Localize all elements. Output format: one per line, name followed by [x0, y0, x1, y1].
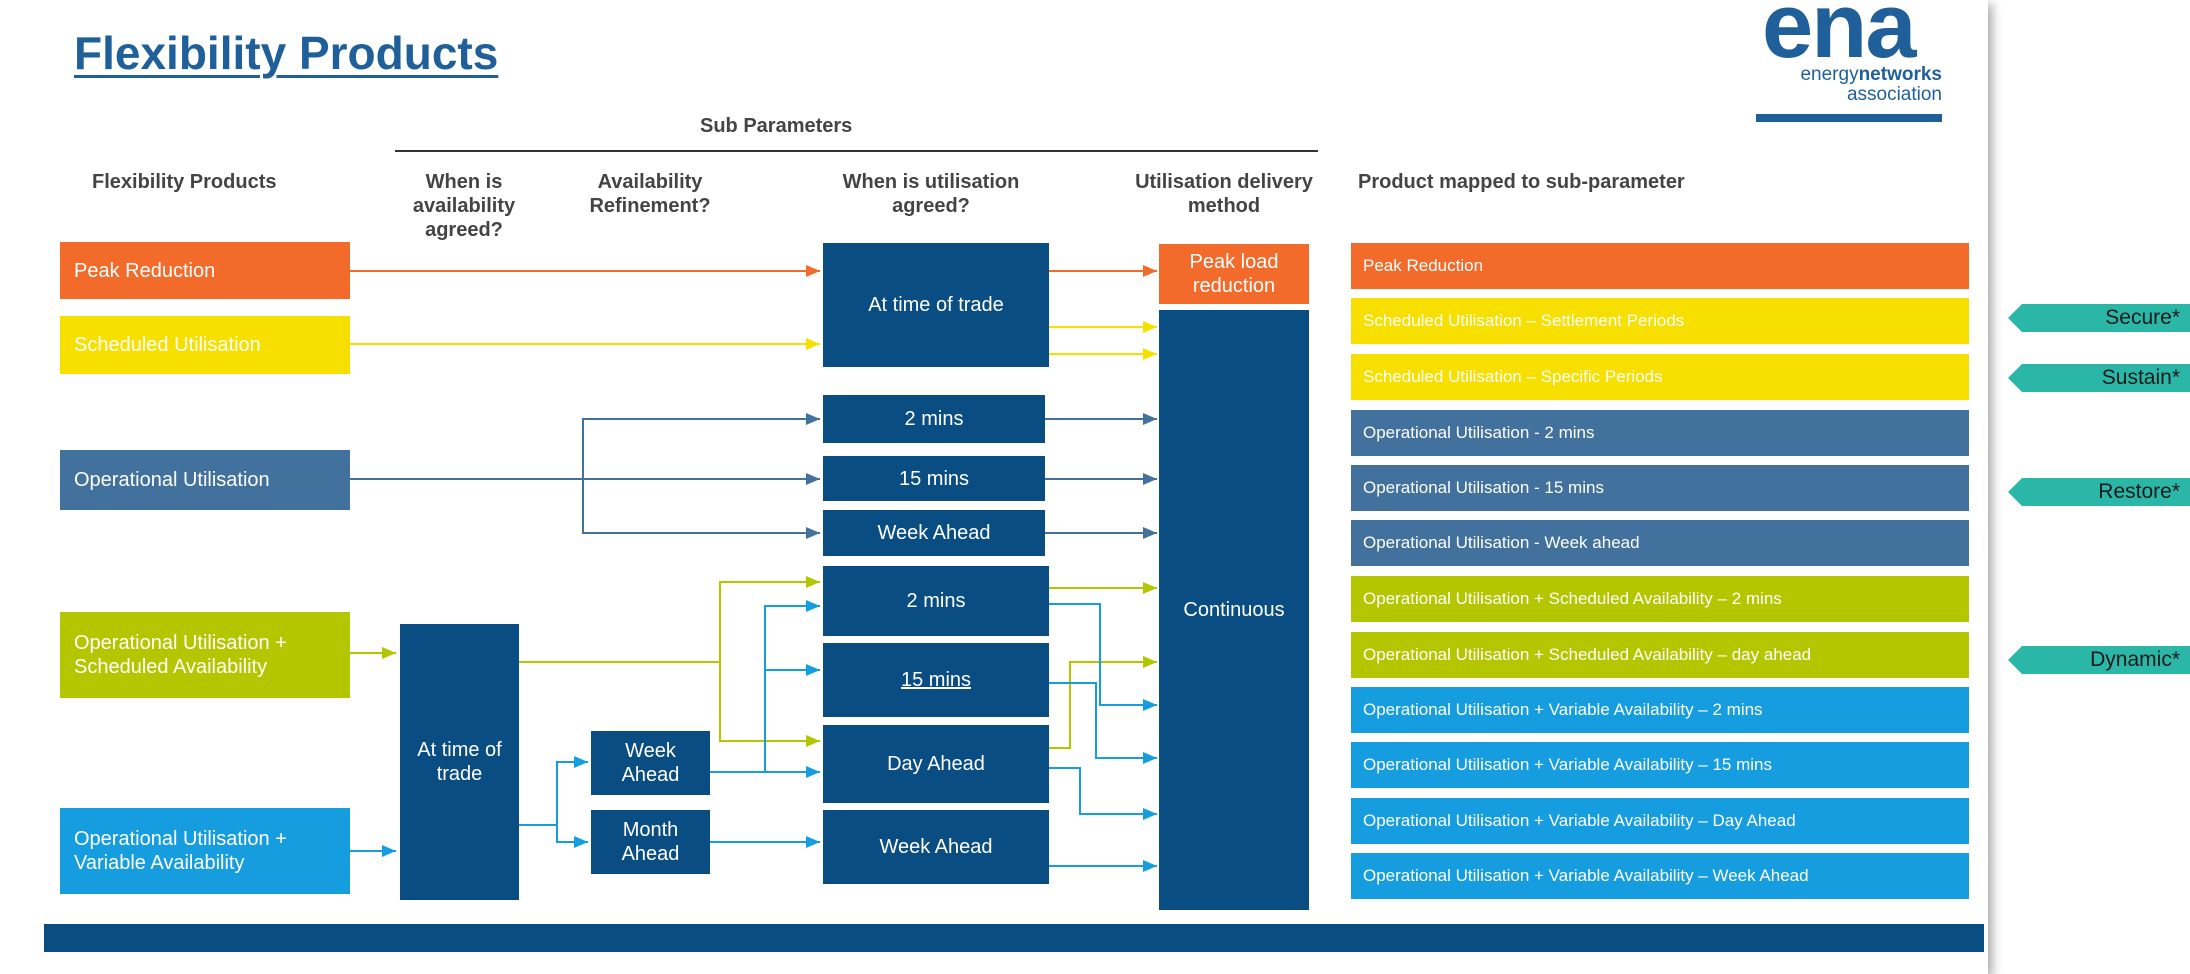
mapped-item: Operational Utilisation - 15 mins [1351, 465, 1969, 511]
utilisation-sa-15-mins: 15 mins [823, 643, 1049, 717]
product-scheduled-utilisation: Scheduled Utilisation [60, 316, 350, 374]
refinement-month-ahead: Month Ahead [591, 810, 710, 874]
delivery-peak-load-reduction: Peak load reduction [1159, 244, 1309, 304]
availability-at-time-of-trade: At time of trade [400, 624, 519, 900]
product-op-util-scheduled-availability: Operational Utilisation + Scheduled Avai… [60, 612, 350, 698]
utilisation-week-ahead: Week Ahead [823, 810, 1049, 884]
delivery-continuous: Continuous [1159, 310, 1309, 910]
header-when-utilisation: When is utilisation agreed? [842, 171, 1020, 217]
utilisation-day-ahead: Day Ahead [823, 725, 1049, 803]
tag-restore: Restore* [2008, 478, 2190, 506]
mapped-item: Operational Utilisation - 2 mins [1351, 410, 1969, 456]
mapped-item: Operational Utilisation + Scheduled Avai… [1351, 576, 1969, 622]
mapped-item: Peak Reduction [1351, 243, 1969, 289]
header-availability-refinement: Availability Refinement? [589, 171, 711, 217]
sub-parameters-rule [395, 150, 1318, 152]
mapped-item: Operational Utilisation + Variable Avail… [1351, 798, 1969, 844]
header-mapped: Product mapped to sub-parameter [1358, 171, 1685, 193]
connector-lines [349, 265, 1157, 872]
tag-sustain: Sustain* [2008, 364, 2190, 392]
header-delivery-method: Utilisation delivery method [1135, 171, 1313, 217]
refinement-week-ahead: Week Ahead [591, 731, 710, 795]
utilisation-sa-2-mins: 2 mins [823, 566, 1049, 636]
utilisation-at-time-of-trade: At time of trade [823, 243, 1049, 367]
logo-line-1: energynetworks [1800, 64, 1942, 85]
mapped-item: Operational Utilisation + Scheduled Avai… [1351, 632, 1969, 678]
header-sub-parameters: Sub Parameters [700, 115, 853, 137]
tag-secure: Secure* [2008, 304, 2190, 332]
mapped-item: Operational Utilisation + Variable Avail… [1351, 687, 1969, 733]
utilisation-op-15-mins: 15 mins [823, 456, 1045, 501]
utilisation-op-week-ahead: Week Ahead [823, 510, 1045, 556]
logo-mark: ena [1762, 0, 1917, 77]
page-title: Flexibility Products [74, 27, 499, 79]
header-when-availability: When is availability agreed? [412, 171, 516, 241]
logo-bar [1756, 114, 1942, 122]
product-operational-utilisation: Operational Utilisation [60, 450, 350, 510]
logo-line-2: association [1846, 84, 1942, 105]
product-op-util-variable-availability: Operational Utilisation + Variable Avail… [60, 808, 350, 894]
utilisation-op-2-mins: 2 mins [823, 395, 1045, 443]
mapped-item: Scheduled Utilisation – Settlement Perio… [1351, 298, 1969, 344]
ena-logo: ena energynetworks association [1750, 0, 1950, 124]
mapped-item: Operational Utilisation + Variable Avail… [1351, 742, 1969, 788]
mapped-item: Operational Utilisation + Variable Avail… [1351, 853, 1969, 899]
product-peak-reduction: Peak Reduction [60, 242, 350, 299]
mapped-item: Scheduled Utilisation – Specific Periods [1351, 354, 1969, 400]
slide: Flexibility Products ena energynetworks … [44, 0, 1984, 952]
header-flexibility-products: Flexibility Products [92, 171, 277, 193]
tag-dynamic: Dynamic* [2008, 646, 2190, 674]
footer-bar [44, 924, 1984, 952]
mapped-item: Operational Utilisation - Week ahead [1351, 520, 1969, 566]
